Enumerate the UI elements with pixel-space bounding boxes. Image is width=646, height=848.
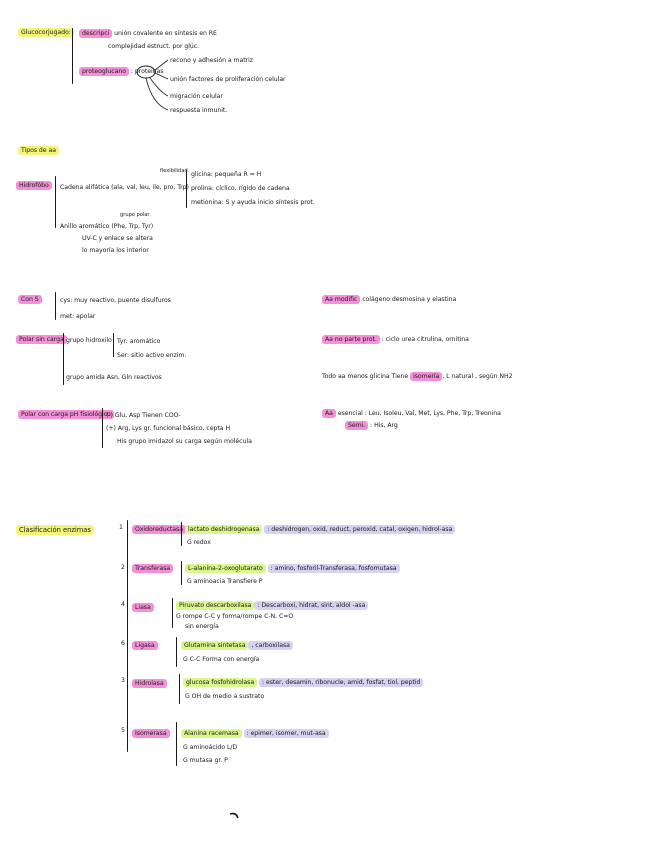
polar-carga-his: His grupo imidazol su carga según molécu…	[117, 438, 252, 445]
clasif-main-bracket	[127, 520, 128, 752]
hidrofobo-sub-bracket	[186, 170, 187, 208]
tipos-title: Tipos de aa	[18, 146, 59, 155]
enzyme-examples: : Descarboxi, hidrat, sint, aldol -asa	[254, 601, 369, 610]
polar-ser: Ser: sitio activo enzim.	[117, 352, 187, 359]
glyco-desc-text2: complejidad estruct. por glúc.	[108, 43, 200, 50]
enzyme-name: Isomerasa	[132, 729, 170, 738]
hidrofobo-label: Hidrofóbo	[16, 181, 52, 190]
enzyme-examples: : epimer, isomer, mut-asa	[243, 729, 329, 738]
polar-carga-pos: (+) Arg, Lys gr. funcional básico, cepta…	[106, 425, 231, 432]
clasif-title: Clasificación enzimas	[16, 525, 94, 535]
polar-sub-bracket	[113, 333, 114, 357]
enzyme-name: Transferasa	[132, 564, 174, 573]
isomeria-highlight: isomería	[410, 372, 443, 381]
hidrofobo-cadena: Cadena alifática (ala, val, leu, ile, pr…	[60, 184, 189, 191]
glyco-pg-text: : proteínas	[130, 68, 164, 75]
enzyme-bracket	[181, 522, 182, 546]
enzyme-name: Liasa	[132, 603, 154, 612]
enzyme-name: Ligasa	[132, 641, 158, 650]
enzyme-examples: , carboxilasa	[248, 641, 293, 650]
glyco-desc-label: descripci	[79, 29, 113, 38]
enzyme-examples: : amino, fosforil-Transferasa, fosfomuta…	[267, 564, 400, 573]
enzyme-bracket	[172, 598, 173, 628]
glyco-pg-label: proteoglucano	[79, 67, 129, 76]
enzyme-bracket	[176, 722, 177, 766]
enzyme-number: 1	[119, 524, 123, 531]
polar-hidroxilo: grupo hidroxilo	[66, 337, 112, 344]
enzyme-bracket	[176, 637, 177, 667]
hidrofobo-glicina: glicina: pequeña R = H	[191, 171, 262, 178]
polar-carga-bracket	[102, 408, 103, 448]
glyco-title: Glucocorjugado:	[18, 28, 74, 37]
semi-text: : His, Arg	[370, 422, 398, 429]
enzyme-number: 3	[121, 677, 125, 684]
polar-carga-neg: (-) Glu, Asp Tienen COO-	[106, 412, 181, 419]
enzyme-examples: : deshidrogen, oxid, reduct, peroxid, ca…	[264, 525, 456, 534]
enzyme-desc: L-alanina-2-oxoglutarato	[185, 564, 266, 573]
glyco-desc-text: unión covalente en síntesis en RE	[114, 30, 217, 37]
todos-pre: Todo aa menos glicina Tiene	[322, 373, 409, 380]
glyco-pg-item: recono y adhesión a matriz	[170, 57, 253, 64]
enzyme-desc2: G rompe C-C y forma/rompe C-N, C=O	[176, 613, 294, 620]
glyco-pg-item: migración celular	[170, 93, 223, 100]
enzyme-number: 6	[121, 640, 125, 647]
cons-bracket	[55, 292, 56, 320]
polar-tyr: Tyr: aromático	[117, 338, 161, 345]
cons-label: Con S	[18, 295, 42, 304]
enzyme-desc3: sin energía	[185, 623, 219, 630]
noprot-label: Aa no parte prot.	[322, 335, 380, 344]
todos-post: , L natural , según NH2	[442, 373, 513, 380]
mod-label: Aa modific	[322, 295, 361, 304]
hidrofobo-prolina: prolina: cíclico, rígido de cadena	[191, 185, 290, 192]
hidrofobo-flex: flexibilidad	[160, 168, 188, 174]
enzyme-number: 2	[121, 564, 125, 571]
enzyme-desc: Glutamina sintetasa	[181, 641, 249, 650]
hidrofobo-grupo-polar: grupo polar	[120, 212, 150, 218]
enzyme-number: 4	[121, 601, 125, 608]
enzyme-desc2: G redox	[187, 539, 211, 546]
polar-amida: grupo amida Asn, Gln reactivos	[66, 374, 162, 381]
glyco-bracket	[72, 28, 73, 84]
enzyme-name: Oxidoreductasa	[132, 525, 186, 534]
enzyme-examples: : ester, desamin, ribonucle, amid, fosfa…	[259, 678, 424, 687]
hidrofobo-bracket	[55, 176, 56, 228]
enzyme-number: 5	[121, 727, 125, 734]
esencial-text: esencial : Leu, Isoleu, Val, Met, Lys, P…	[337, 410, 501, 417]
enzyme-desc3: G mutasa gr. P	[183, 757, 228, 764]
polar-label: Polar sin carga	[16, 335, 67, 344]
enzyme-desc2: G OH de medio a sustrato	[185, 693, 265, 700]
hidrofobo-interior: lo mayoría los interior	[82, 247, 149, 254]
enzyme-desc: lactato deshidrogenasa	[185, 525, 263, 534]
glyco-pg-item: respuesta inmunit.	[170, 107, 228, 114]
hidrofobo-anillo: Anillo aromático (Phe, Trp, Tyr)	[60, 223, 154, 230]
mod-text: colágeno desmosina y elastina	[362, 296, 457, 303]
polar-bracket	[63, 333, 64, 385]
enzyme-desc2: G C-C Forma con energía	[183, 656, 260, 663]
noprot-text: : ciclo urea citrulina, ornitina	[381, 336, 469, 343]
cons-cys: cys: muy reactivo, puente disulfuros	[60, 297, 171, 304]
enzyme-desc2: G aminoacia Transfiere P	[187, 578, 263, 585]
cons-met: met: apolar	[60, 313, 96, 320]
enzyme-desc2: G aminoácido L/D	[183, 744, 238, 751]
polar-carga-label: Polar con carga pH fisiológico	[18, 410, 114, 419]
enzyme-bracket	[181, 561, 182, 585]
glyco-pg-item: unión factores de proliferación celular	[170, 76, 286, 83]
hidrofobo-metionina: metionina: S y ayuda inicio síntesis pro…	[191, 199, 315, 206]
enzyme-desc: Piruvato descarboxilasa	[176, 601, 255, 610]
enzyme-bracket	[179, 674, 180, 704]
enzyme-desc: glucosa fosfohidrolasa	[183, 678, 258, 687]
semi-label: Semi.	[345, 421, 369, 430]
hidrofobo-uv: UV-C y enlace se altera	[82, 235, 153, 242]
enzyme-name: Hidrolasa	[132, 679, 167, 688]
esencial-label: Aa	[322, 409, 336, 418]
enzyme-desc: Alanina racemasa	[181, 729, 242, 738]
